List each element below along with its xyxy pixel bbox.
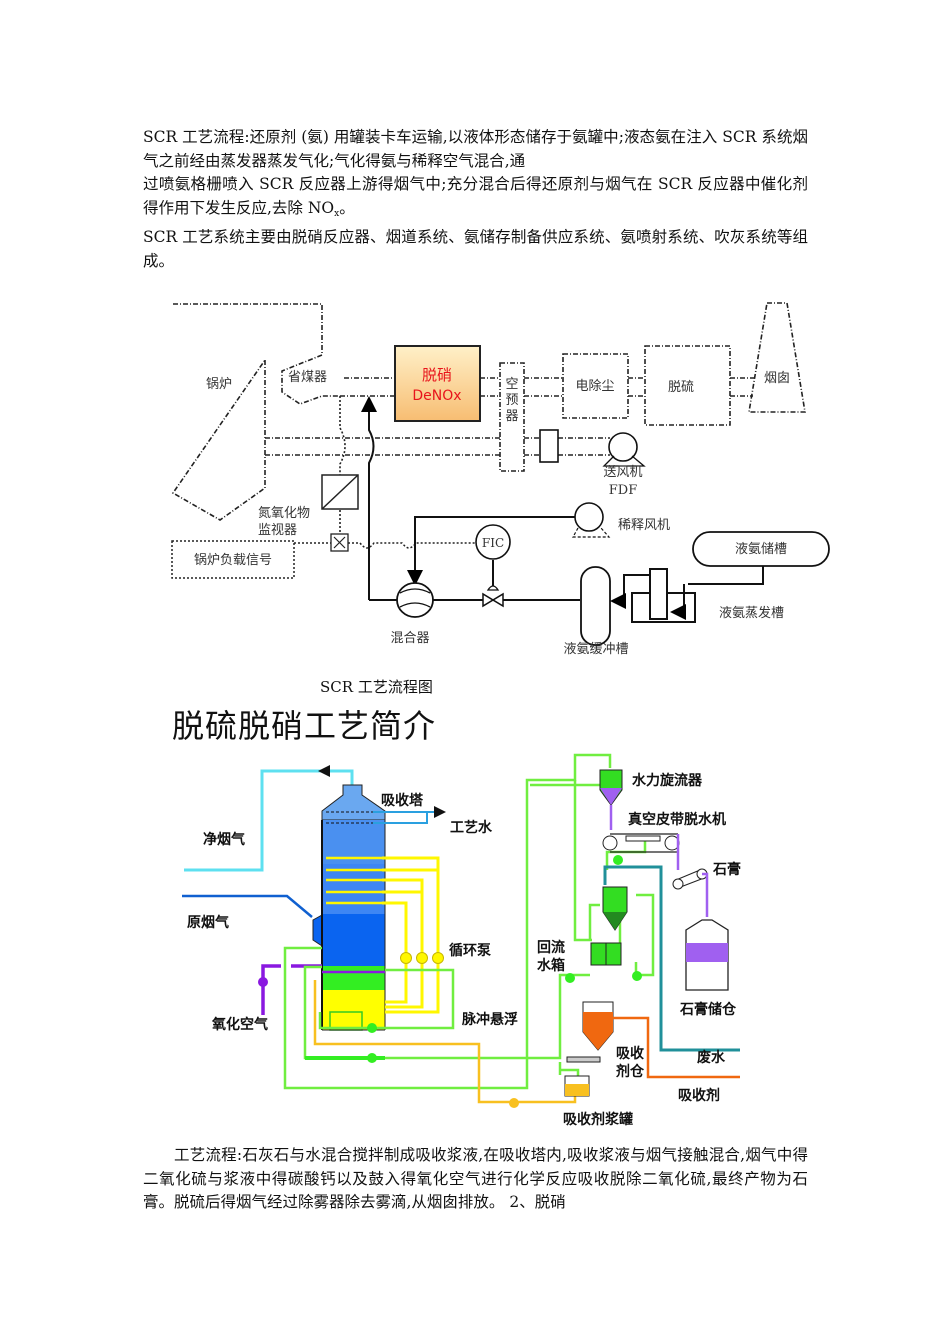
label-boiler: 锅炉 <box>206 376 232 392</box>
label-nh3-evaporator: 液氨蒸发槽 <box>719 605 784 621</box>
label-clean-gas: 净烟气 <box>203 831 245 848</box>
process-water-line <box>373 811 440 824</box>
fgd-description: 工艺流程:石灰石与水混合搅拌制成吸收浆液,在吸收塔内,吸收浆液与烟气接触混合,烟… <box>143 1144 808 1215</box>
label-fan-en: FDF <box>609 483 637 498</box>
label-boiler-load: 锅炉负载信号 <box>194 552 272 568</box>
raw-gas-line <box>182 894 313 918</box>
boiler-outline <box>171 303 340 521</box>
label-mixer: 混合器 <box>390 631 429 646</box>
label-absorbent-silo-1: 吸收 <box>616 1045 645 1062</box>
intro-line-2: 过喷氨格栅喷入 SCR 反应器上游得烟气中;充分混合后得还原剂与烟气在 SCR … <box>143 173 808 226</box>
vacuum-belt-filter <box>610 833 678 853</box>
ammonia-storage-tank <box>692 531 830 567</box>
intro-line-2-text: 过喷氨格栅喷入 SCR 反应器上游得烟气中;充分混合后得还原剂与烟气在 SCR … <box>143 175 808 217</box>
label-circ-pump: 循环泵 <box>449 942 491 959</box>
slurry-feed-line <box>313 980 577 1104</box>
label-absorber: 吸收塔 <box>381 792 424 809</box>
scr-process-diagram: 锅炉 省煤器 脱硝 DeNOx 空 预 器 电除尘 脱硫 烟囱 送风机 FDF … <box>171 302 830 657</box>
circulation-pump-2 <box>416 952 428 964</box>
label-absorbent-silo-2: 剂仓 <box>616 1063 645 1080</box>
mixer-symbol <box>396 582 434 618</box>
boiler-load-box <box>171 540 295 579</box>
fdf-fan <box>608 432 638 462</box>
fgd-process-diagram: 吸收塔 工艺水 净烟气 原烟气 循环泵 氧化空气 脉冲悬浮 回流 水箱 水力旋流… <box>182 753 741 1128</box>
label-pulse-suspension: 脉冲悬浮 <box>461 1011 518 1028</box>
ammonia-buffer-tank <box>580 566 611 646</box>
fgd-description-text: 工艺流程:石灰石与水混合搅拌制成吸收浆液,在吸收塔内,吸收浆液与烟气接触混合,烟… <box>143 1146 808 1211</box>
air-preheater-box <box>499 362 525 472</box>
absorber-slurry-zone <box>322 990 385 1030</box>
denox-reactor <box>394 345 481 422</box>
fic-controller <box>475 524 511 560</box>
absorber-tower-top <box>321 784 386 821</box>
recycle-pump <box>367 1053 377 1063</box>
label-esp: 电除尘 <box>575 379 614 394</box>
label-nox-monitor-2: 监视器 <box>258 523 297 538</box>
label-denox-cn: 脱硝 <box>422 366 452 384</box>
control-valve <box>482 592 504 608</box>
label-aph-3: 器 <box>505 409 518 424</box>
oxidation-air-line <box>261 964 322 1015</box>
label-return-tank-1: 回流 <box>537 939 565 956</box>
label-absorbent: 吸收剂 <box>678 1087 720 1104</box>
label-dilution-fan: 稀释风机 <box>618 518 670 533</box>
evaporator-column <box>649 568 668 620</box>
intro-line-1: SCR 工艺流程:还原剂 (氨) 用罐装卡车运输,以液体形态储存于氨罐中;液态氨… <box>143 128 808 170</box>
label-economizer: 省煤器 <box>288 370 327 385</box>
label-gypsum-silo: 石膏储仓 <box>679 1001 737 1018</box>
label-gypsum: 石膏 <box>712 861 741 878</box>
label-fic: FIC <box>482 536 504 550</box>
label-slurry-tank: 吸收剂浆罐 <box>563 1111 633 1128</box>
label-process-water: 工艺水 <box>450 819 493 836</box>
label-aph-1: 空 <box>505 377 518 392</box>
intro-paragraph: SCR 工艺流程:还原剂 (氨) 用罐装卡车运输,以液体形态储存于氨罐中;液态氨… <box>143 126 808 273</box>
label-fgd: 脱硫 <box>668 380 694 395</box>
fgd-box <box>644 345 731 426</box>
label-fan-cn: 送风机 <box>603 465 642 480</box>
intro-line-3: SCR 工艺系统主要由脱硝反应器、烟道系统、氨储存制备供应系统、氨喷射系统、吹灰… <box>143 228 808 270</box>
wastewater-line <box>603 865 740 1052</box>
circulation-pump-3 <box>432 952 444 964</box>
label-nox-monitor-1: 氮氧化物 <box>258 506 310 521</box>
clean-gas-line <box>184 769 354 872</box>
intro-line-2-end: 。 <box>339 198 355 217</box>
pulse-pump <box>367 1023 377 1033</box>
esp-box <box>562 353 629 419</box>
absorbent-line <box>613 1016 740 1079</box>
scr-figure-caption: SCR 工艺流程图 <box>320 678 433 696</box>
label-belt-filter: 真空皮带脱水机 <box>628 811 726 828</box>
label-hydrocyclone: 水力旋流器 <box>632 772 703 789</box>
label-wastewater: 废水 <box>697 1049 726 1066</box>
label-return-tank-2: 水箱 <box>537 957 565 974</box>
label-oxidation-air: 氧化空气 <box>211 1016 268 1033</box>
dilution-fan <box>574 502 604 532</box>
label-nh3-buffer: 液氨缓冲槽 <box>563 642 628 657</box>
label-chimney: 烟囱 <box>764 371 790 386</box>
label-raw-gas: 原烟气 <box>187 914 229 931</box>
damper-box <box>539 429 559 463</box>
ammonia-injection-line <box>361 396 377 600</box>
label-aph-2: 预 <box>505 393 518 408</box>
label-nh3-storage: 液氨储槽 <box>735 542 787 557</box>
nox-subscript: x <box>334 208 340 219</box>
label-denox-en: DeNOx <box>412 388 461 404</box>
circulation-pump-1 <box>400 952 412 964</box>
section-title: 脱硫脱硝工艺简介 <box>172 707 437 745</box>
chimney-outline <box>748 302 806 413</box>
